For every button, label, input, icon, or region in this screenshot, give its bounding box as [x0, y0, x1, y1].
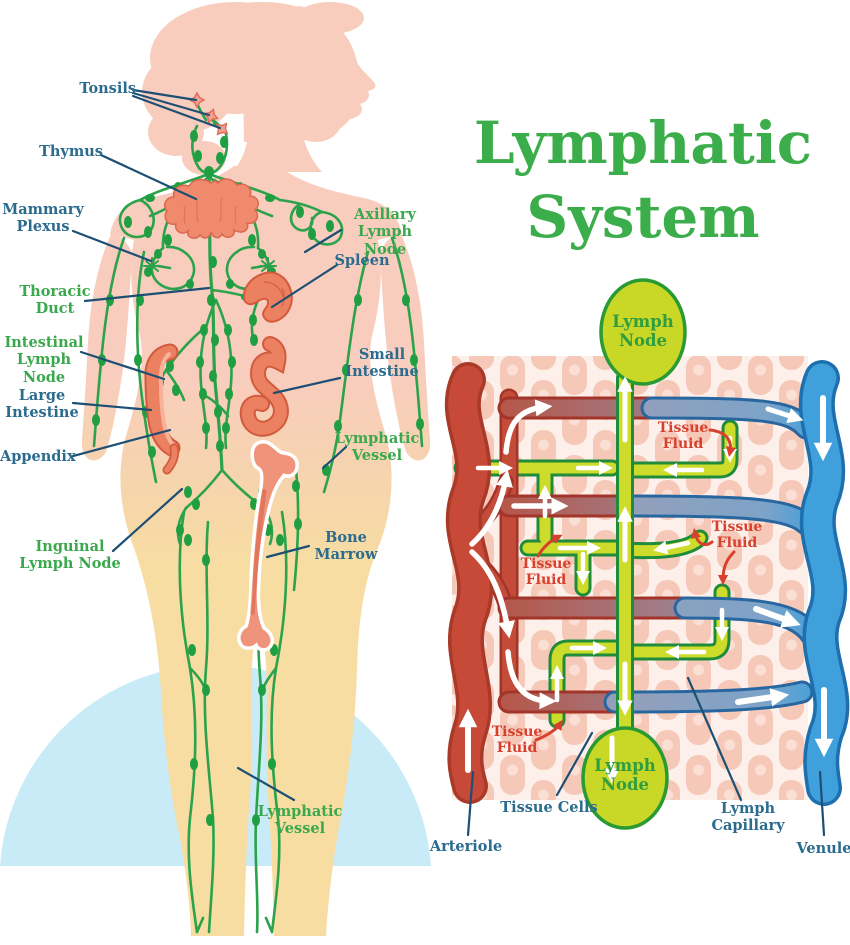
label-intestinal-lymph-node: Intestinal Lymph Node: [4, 334, 84, 386]
label-large-intestine: Large Intestine: [5, 387, 79, 422]
label-tissue-fluid-4: Tissue Fluid: [491, 724, 543, 757]
spleen: [242, 271, 293, 323]
label-tonsils: Tonsils: [79, 80, 136, 97]
label-lymph-node-top: Lymph Node: [612, 312, 674, 350]
label-lymph-capillary: Lymph Capillary: [711, 800, 785, 835]
body-figure: [0, 2, 431, 936]
label-small-intestine: Small Intestine: [345, 346, 419, 381]
lymph-node-bottom-shape: [581, 726, 669, 830]
capillary-diagram: [444, 278, 850, 830]
label-appendix: Appendix: [0, 448, 76, 465]
label-arteriole: Arteriole: [429, 838, 503, 855]
label-tissue-fluid-2: Tissue Fluid: [711, 519, 763, 552]
tissue-fluid-arrows: [534, 428, 736, 742]
label-thoracic-duct: Thoracic Duct: [19, 283, 91, 318]
large-intestine: [144, 343, 181, 475]
label-bone-marrow: Bone Marrow: [314, 529, 378, 564]
label-axillary-lymph-node: Axillary Lymph Node: [354, 206, 416, 258]
mammary-plexus-right: [259, 257, 277, 275]
label-lymphatic-vessel-leg: Lymphatic Vessel: [257, 803, 343, 838]
flow-arrows: [458, 376, 834, 784]
label-inguinal-lymph-node: Inguinal Lymph Node: [19, 538, 121, 573]
label-lymphatic-vessel: Lymphatic Vessel: [334, 430, 420, 465]
label-tissue-fluid-3: Tissue Fluid: [520, 556, 572, 589]
organs: [144, 91, 299, 652]
page-title: Lymphatic System: [473, 109, 813, 252]
label-venule: Venule: [796, 840, 850, 857]
label-lymph-node-bottom: Lymph Node: [594, 756, 656, 794]
pointer-lines: [71, 88, 826, 837]
femur-bone: [237, 440, 299, 652]
label-tissue-fluid-1: Tissue Fluid: [657, 420, 709, 453]
label-mammary-plexus: Mammary Plexus: [2, 201, 84, 236]
label-tissue-cells: Tissue Cells: [500, 799, 598, 816]
mammary-plexus-left: [143, 257, 161, 275]
lymph-node-top-shape: [599, 278, 687, 386]
label-thymus: Thymus: [39, 143, 103, 160]
small-intestine: [239, 336, 289, 437]
label-spleen: Spleen: [334, 252, 390, 269]
thymus: [164, 178, 259, 240]
